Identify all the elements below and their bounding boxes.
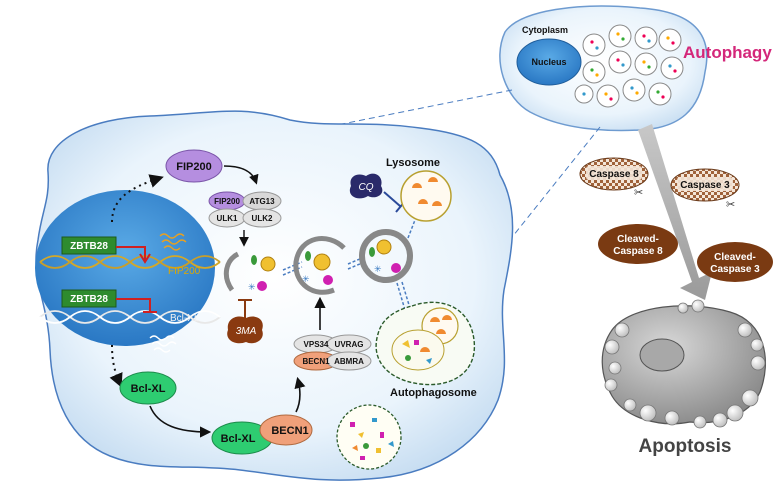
scissors-icon: ✂ — [634, 187, 643, 199]
ulk2-label: ULK2 — [252, 214, 273, 223]
ulk1-label: ULK1 — [217, 214, 238, 223]
becn1-bound-label: BECN1 — [271, 425, 308, 437]
vps34-complex: VPS34 UVRAG BECN1 ABMRA — [293, 334, 372, 371]
zbtb28-top-label: ZBTB28 — [70, 241, 108, 252]
cleaved-caspase-8-line1: Cleaved- — [617, 234, 659, 245]
arrow-nucleus-to-fip200 — [111, 174, 164, 223]
complex-fip200-label: FIP200 — [214, 197, 240, 206]
inhibitor-cq: CQ — [349, 173, 383, 199]
apoptotic-cell — [601, 299, 766, 429]
bclxl-gene-label: Bcl-XL — [170, 313, 200, 324]
cleaved-caspase-3: Cleaved- Caspase 3 — [697, 242, 773, 282]
caspase-8-label: Caspase 8 — [589, 169, 639, 180]
autophagosome-label: Autophagosome — [390, 387, 477, 399]
phagophore-elongating: ✳ — [293, 236, 346, 295]
transition-dash-2b — [347, 262, 363, 270]
atg13-label: ATG13 — [249, 197, 275, 206]
small-nucleus — [516, 38, 582, 86]
virus-icon: ✳ — [374, 264, 382, 274]
arrow-bclxl-to-complex — [149, 405, 212, 438]
dna-fip200 — [39, 255, 221, 269]
ambra-label: ABMRA — [334, 357, 364, 366]
autolysosome — [375, 301, 476, 386]
scissors-icon: ✂ — [726, 199, 735, 211]
cq-label: CQ — [359, 182, 374, 193]
cytoplasm-label: Cytoplasm — [522, 25, 568, 35]
autophagosome-forming: ✳ — [359, 229, 413, 283]
uvrag-label: UVRAG — [335, 340, 364, 349]
bclxl-label: Bcl-XL — [131, 383, 166, 395]
virus-icon: ✳ — [302, 274, 310, 284]
zbtb28-repression-bottom — [116, 298, 157, 313]
caspase-8: Caspase 8 ✂ — [579, 157, 649, 199]
zbtb28-bottom: ZBTB28 — [61, 289, 117, 308]
fip200-protein: FIP200 — [165, 149, 223, 183]
nucleus-label: Nucleus — [531, 57, 566, 67]
phagophore-initial: ✳ — [223, 251, 276, 292]
virus-icon: ✳ — [248, 282, 256, 292]
apoptosis-arrow — [638, 124, 712, 300]
transition-dash-1 — [282, 261, 303, 271]
transition-dash-1b — [282, 266, 303, 276]
inhibit-cq-line — [383, 191, 401, 207]
arrow-complex-to-becn1 — [294, 376, 306, 413]
repression-arrowhead — [139, 253, 151, 264]
bclxl-becn1-complex: Bcl-XL BECN1 — [211, 414, 313, 455]
ulk-complex: FIP200 ATG13 ULK1 ULK2 — [208, 191, 282, 228]
bclxl-mrna-icon — [149, 335, 177, 353]
lysosome-label: Lysosome — [386, 157, 440, 169]
apoptosis-label: Apoptosis — [639, 436, 732, 457]
fip200-label: FIP200 — [176, 161, 211, 173]
small-cell: Cytoplasm Nucleus — [499, 5, 708, 132]
fip200-mrna-icon — [159, 233, 187, 251]
transition-dash-4 — [407, 219, 416, 239]
fip200-gene-label: FIP200 — [168, 266, 201, 277]
zbtb28-bottom-label: ZBTB28 — [70, 294, 108, 305]
vps34-label: VPS34 — [304, 340, 329, 349]
lysosome — [400, 170, 452, 222]
arrow-nucleus-to-bclxl — [109, 344, 123, 388]
zbtb28-top: ZBTB28 — [61, 236, 117, 255]
bclxl-bound-label: Bcl-XL — [221, 433, 256, 445]
apoptotic-blebs — [604, 299, 766, 429]
degrading-autophagosome — [336, 404, 402, 470]
cleaved-caspase-3-line2: Caspase 3 — [710, 264, 760, 275]
cleaved-caspase-8: Cleaved- Caspase 8 — [598, 224, 678, 264]
small-autophagosomes — [574, 24, 684, 108]
zbtb28-repression-top — [116, 246, 146, 260]
inhibitor-3ma: 3MA — [227, 316, 263, 344]
arrow-fip200-to-complex — [223, 165, 259, 185]
dna-bclxl — [39, 310, 221, 324]
autophagy-label: Autophagy — [683, 43, 772, 62]
cleaved-caspase-3-line1: Cleaved- — [714, 252, 756, 263]
cleaved-caspase-8-line2: Caspase 8 — [613, 246, 663, 257]
becn1-label: BECN1 — [302, 357, 330, 366]
caspase-3: Caspase 3 ✂ — [670, 168, 740, 211]
small-autophagosome-cargo — [582, 32, 677, 101]
bclxl-protein: Bcl-XL — [119, 371, 177, 405]
caspase-3-label: Caspase 3 — [680, 180, 730, 191]
3ma-label: 3MA — [236, 326, 257, 337]
